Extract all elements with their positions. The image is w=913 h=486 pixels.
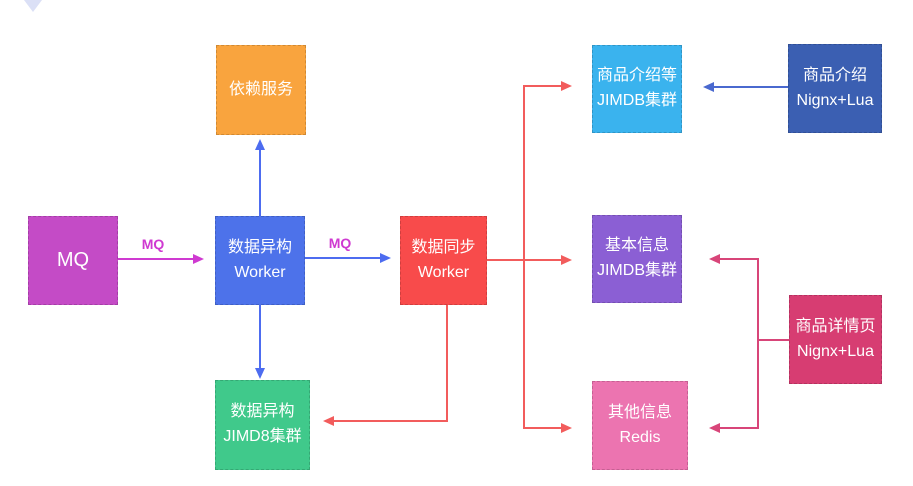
node-nginx-intro-label: 商品介绍: [802, 66, 867, 84]
edge-label-mq-to-worker: MQ: [141, 236, 165, 252]
node-worker-heterogen-label: Worker: [234, 263, 286, 281]
node-worker-heterogen-label: 数据异构: [227, 238, 292, 256]
node-jimd8-cluster: 数据异构 JIMD8集群: [215, 380, 310, 470]
arrowhead-icon-nginx-detail-to-redis: [709, 423, 720, 433]
arrowhead-icon-sync-to-jimd8: [323, 416, 334, 426]
edge-sync-to-redis: [523, 260, 561, 429]
node-jimdb-basic-cluster-label: JIMDB集群: [596, 262, 677, 279]
node-jimdb-basic-cluster: 基本信息 JIMDB集群: [592, 215, 682, 303]
arrowhead-icon-sync-to-redis: [561, 423, 572, 433]
node-mq: MQ: [28, 216, 118, 305]
node-worker-heterogen: 数据异构 Worker: [215, 216, 305, 305]
arrowhead-icon-nginx-detail-to-basic: [709, 254, 720, 264]
node-worker-sync-label: Worker: [417, 263, 470, 281]
node-nginx-detail-label: Nignx+Lua: [797, 342, 874, 360]
arrowhead-icon-worker-to-jimd8: [255, 368, 265, 379]
node-nginx-detail-label: 商品详情页: [795, 317, 876, 335]
node-dependency-service-label: 依赖服务: [228, 80, 293, 98]
node-redis-other: 其他信息 Redis: [592, 381, 688, 470]
arrowhead-icon-mq-to-worker: [193, 254, 204, 264]
node-dependency-service: 依赖服务: [216, 45, 306, 135]
node-nginx-intro-label: Nignx+Lua: [796, 91, 874, 109]
node-nginx-detail: 商品详情页 Nignx+Lua: [789, 295, 882, 384]
arrowhead-icon-worker-to-dependency: [255, 139, 265, 150]
node-jimd8-cluster-label: 数据异构: [230, 403, 295, 421]
node-nginx-intro: 商品介绍 Nignx+Lua: [788, 44, 882, 133]
node-worker-sync: 数据同步 Worker: [400, 216, 487, 305]
node-redis-other-label: 其他信息: [607, 403, 672, 421]
edge-nginx-detail-to-basic: [720, 258, 789, 341]
edge-label-worker-to-sync: MQ: [328, 235, 352, 251]
edge-nginx-detail-to-redis: [720, 340, 759, 429]
edge-sync-to-intro-cluster: [523, 85, 561, 260]
node-jimdb-intro-cluster: 商品介绍等 JIMDB集群: [592, 45, 682, 133]
arrowhead-icon-nginx-intro-to-cluster: [703, 82, 714, 92]
node-jimdb-basic-cluster-label: 基本信息: [604, 237, 669, 255]
node-mq-label: MQ: [56, 249, 90, 271]
node-jimdb-intro-cluster-label: 商品介绍等: [596, 67, 677, 85]
node-redis-other-label: Redis: [619, 428, 661, 446]
node-jimd8-cluster-label: JIMD8集群: [223, 428, 302, 445]
arrowhead-icon-sync-to-basic: [561, 255, 572, 265]
arrowhead-icon-worker-to-sync: [380, 253, 391, 263]
node-worker-sync-label: 数据同步: [411, 238, 476, 256]
node-jimdb-intro-cluster-label: JIMDB集群: [596, 92, 677, 109]
edge-sync-to-jimd8: [334, 305, 448, 422]
arrowhead-icon-sync-to-intro-cluster: [561, 81, 572, 91]
corner-triangle-icon: [24, 0, 42, 12]
